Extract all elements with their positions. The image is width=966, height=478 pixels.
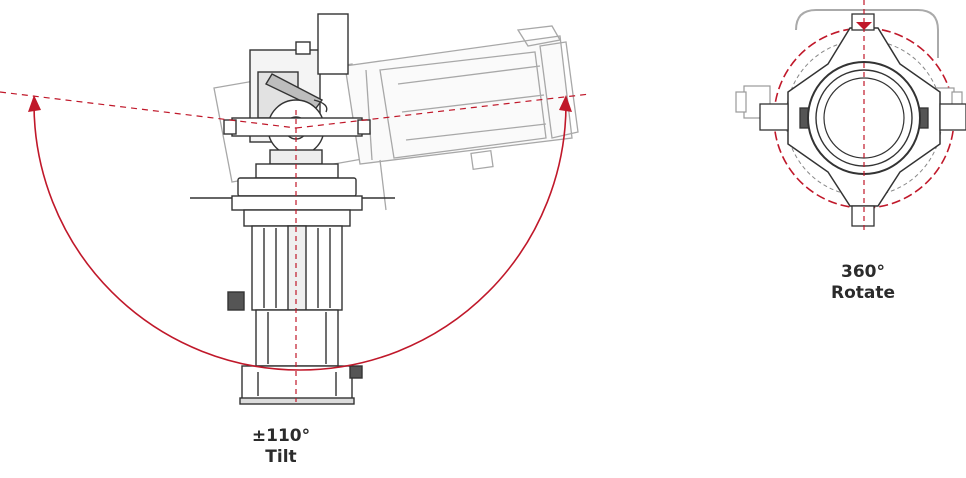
top-handle xyxy=(795,9,939,58)
tilt-arrowhead-right xyxy=(559,95,572,112)
tilt-view xyxy=(0,13,591,405)
rotate-view xyxy=(735,0,966,230)
fixture-head xyxy=(223,13,371,165)
rotate-angle-label: 360° xyxy=(841,262,885,282)
tilt-name-label: Tilt xyxy=(265,447,297,467)
fixture-base xyxy=(190,163,395,405)
rotate-arrowhead xyxy=(856,22,872,30)
tilt-arc xyxy=(33,103,567,371)
tilt-caption: ±110° Tilt xyxy=(226,426,336,468)
tilt-reference-lines xyxy=(0,91,591,129)
tilted-barrel-ghost xyxy=(213,25,579,211)
rotate-caption: 360° Rotate xyxy=(808,262,918,304)
tilt-arrowhead-left xyxy=(28,95,41,112)
rotate-name-label: Rotate xyxy=(830,283,896,303)
tilt-angle-label: ±110° xyxy=(251,426,311,446)
